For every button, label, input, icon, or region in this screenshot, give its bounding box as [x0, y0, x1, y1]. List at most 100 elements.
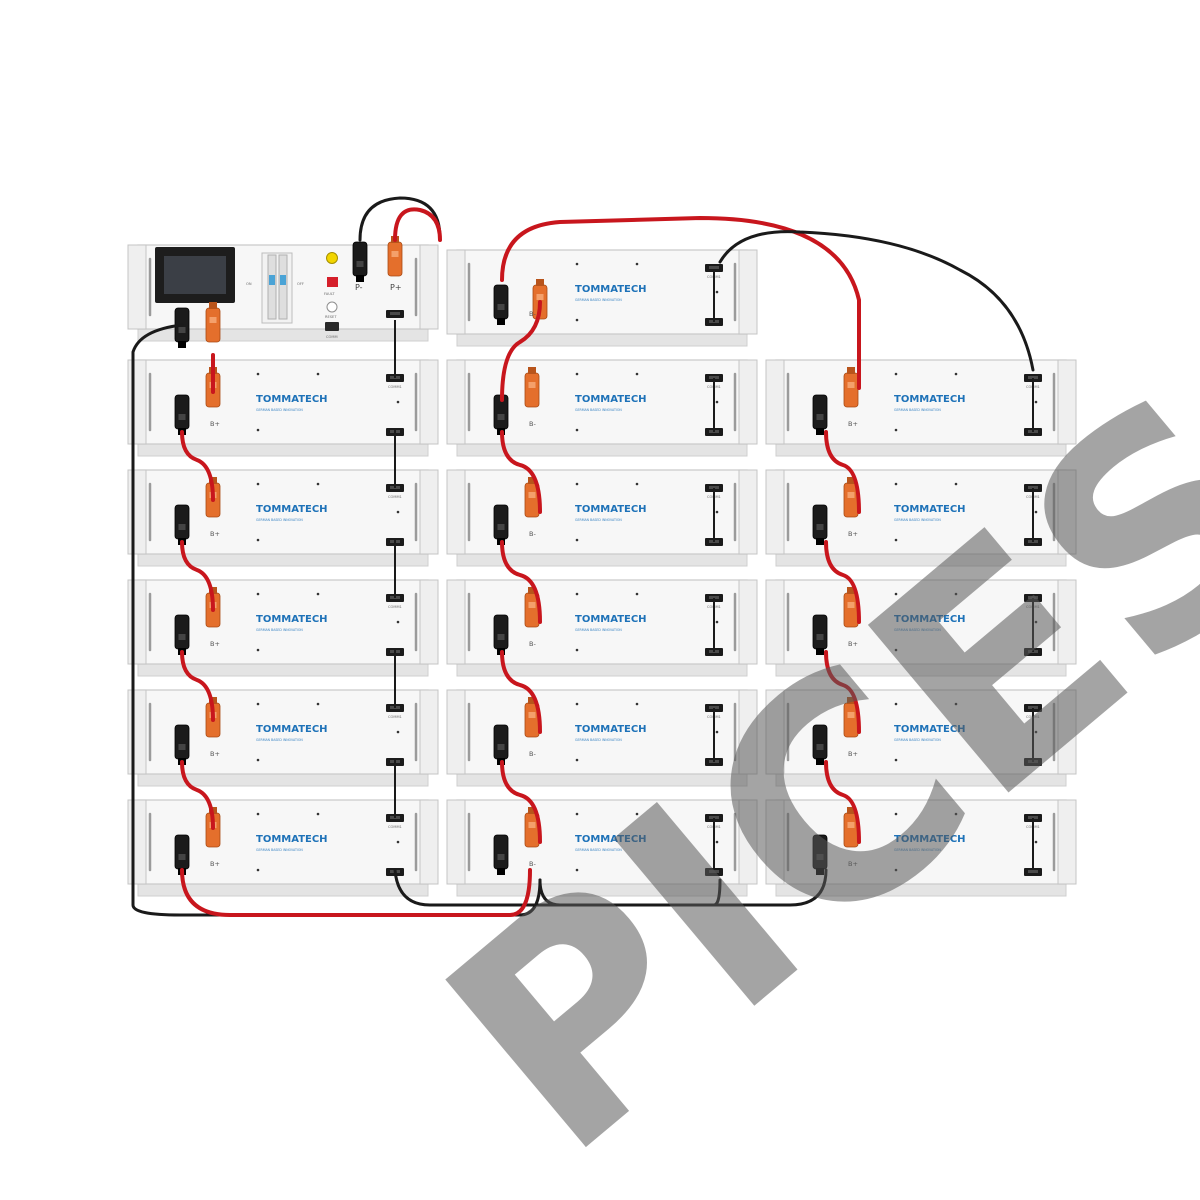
brand-tagline: GERMAN BASED INNOVATION [894, 408, 941, 412]
brand-name-part2: TECH [936, 614, 965, 625]
brand-name-part1: TOMMA [256, 504, 299, 515]
negative-connector [812, 394, 828, 436]
terminal-label: B+ [210, 530, 220, 538]
control-b-minus-connector [174, 307, 190, 349]
brand-name-part2: TECH [936, 394, 965, 405]
brand-tagline: GERMAN BASED INNOVATION [256, 518, 303, 522]
brand-name: TOMMATECH [575, 284, 647, 295]
comm-port-label: COMM1 [388, 495, 402, 499]
negative-connector [493, 724, 509, 766]
brand-tagline: GERMAN BASED INNOVATION [256, 738, 303, 742]
positive-connector [843, 366, 859, 408]
brand-logo: TOMMATECH GERMAN BASED INNOVATION [575, 284, 647, 302]
brand-name: TOMMATECH [575, 394, 647, 405]
control-b-plus-connector [205, 301, 221, 343]
brand-name: TOMMATECH [894, 394, 966, 405]
brand-name: TOMMATECH [894, 614, 966, 625]
brand-name-part2: TECH [298, 834, 327, 845]
brand-name-part1: TOMMA [894, 614, 937, 625]
p-plus-label: P+ [390, 283, 402, 292]
brand-name-part1: TOMMA [256, 394, 299, 405]
terminal-label: B- [529, 860, 536, 868]
negative-connector [174, 614, 190, 656]
brand-logo: TOMMATECH GERMAN BASED INNOVATION [256, 504, 328, 522]
brand-tagline: GERMAN BASED INNOVATION [575, 848, 622, 852]
brand-name-part1: TOMMA [575, 394, 618, 405]
negative-connector [174, 504, 190, 546]
control-module: ON OFF FAULT RESET COMM P- P+ [127, 235, 439, 349]
lcd-display [155, 247, 235, 303]
terminal-label: B+ [848, 640, 858, 648]
terminal-label: B+ [210, 640, 220, 648]
terminal-label: B+ [210, 750, 220, 758]
comm-port-label: COMM1 [388, 385, 402, 389]
brand-name-part1: TOMMA [575, 504, 618, 515]
brand-name-part1: TOMMA [894, 724, 937, 735]
brand-tagline: GERMAN BASED INNOVATION [256, 848, 303, 852]
comm-port-label: COMM1 [388, 825, 402, 829]
brand-logo: TOMMATECH GERMAN BASED INNOVATION [256, 724, 328, 742]
brand-tagline: GERMAN BASED INNOVATION [575, 518, 622, 522]
brand-name-part2: TECH [617, 284, 646, 295]
brand-tagline: GERMAN BASED INNOVATION [894, 738, 941, 742]
brand-tagline: GERMAN BASED INNOVATION [575, 298, 622, 302]
comm-port-label: COMM1 [388, 715, 402, 719]
terminal-label: B- [529, 420, 536, 428]
fault-button[interactable] [327, 277, 338, 287]
brand-name: TOMMATECH [256, 724, 328, 735]
p-minus-label: P- [355, 283, 363, 292]
reset-label: RESET [325, 315, 337, 319]
brand-name-part1: TOMMA [256, 724, 299, 735]
negative-connector [493, 614, 509, 656]
comm-db9-port [325, 322, 339, 331]
brand-name-part2: TECH [298, 504, 327, 515]
brand-name-part2: TECH [617, 394, 646, 405]
brand-name: TOMMATECH [575, 504, 647, 515]
brand-tagline: GERMAN BASED INNOVATION [894, 848, 941, 852]
terminal-group: B+COMM1 [174, 586, 404, 656]
terminal-label: B+ [848, 860, 858, 868]
comm-label: COMM [326, 335, 338, 339]
comm-port [386, 310, 404, 318]
brand-name: TOMMATECH [256, 504, 328, 515]
breaker-switch[interactable] [261, 252, 293, 324]
brand-logo: TOMMATECH GERMAN BASED INNOVATION [894, 394, 966, 412]
brand-name-part2: TECH [298, 724, 327, 735]
brand-name: TOMMATECH [575, 834, 647, 845]
terminal-label: B+ [210, 860, 220, 868]
terminal-group: B+ COMM1 [174, 806, 404, 876]
negative-connector [493, 504, 509, 546]
brand-name-part2: TECH [936, 724, 965, 735]
terminal-label: B- [529, 640, 536, 648]
terminal-group: B+ COMM1 [174, 696, 404, 766]
switch-off-label: OFF [297, 282, 304, 286]
negative-connector [174, 724, 190, 766]
brand-name: TOMMATECH [894, 504, 966, 515]
brand-name-part2: TECH [936, 504, 965, 515]
brand-name-part1: TOMMA [256, 834, 299, 845]
brand-name-part2: TECH [617, 504, 646, 515]
brand-name-part1: TOMMA [256, 614, 299, 625]
brand-logo: TOMMATECH GERMAN BASED INNOVATION [575, 724, 647, 742]
brand-name-part2: TECH [617, 724, 646, 735]
brand-name-part2: TECH [298, 614, 327, 625]
terminal-label: B- [529, 750, 536, 758]
brand-name-part2: TECH [617, 834, 646, 845]
brand-name: TOMMATECH [256, 834, 328, 845]
terminal-label: B- [529, 530, 536, 538]
reset-button[interactable] [326, 301, 338, 313]
brand-tagline: GERMAN BASED INNOVATION [575, 738, 622, 742]
positive-connector [524, 366, 540, 408]
negative-connector [174, 394, 190, 436]
brand-tagline: GERMAN BASED INNOVATION [256, 408, 303, 412]
brand-name: TOMMATECH [894, 724, 966, 735]
left-column: ON OFF FAULT RESET COMM P- P+ [126, 235, 440, 898]
brand-name: TOMMATECH [894, 834, 966, 845]
terminal-label: B+ [210, 420, 220, 428]
brand-name-part1: TOMMA [575, 724, 618, 735]
